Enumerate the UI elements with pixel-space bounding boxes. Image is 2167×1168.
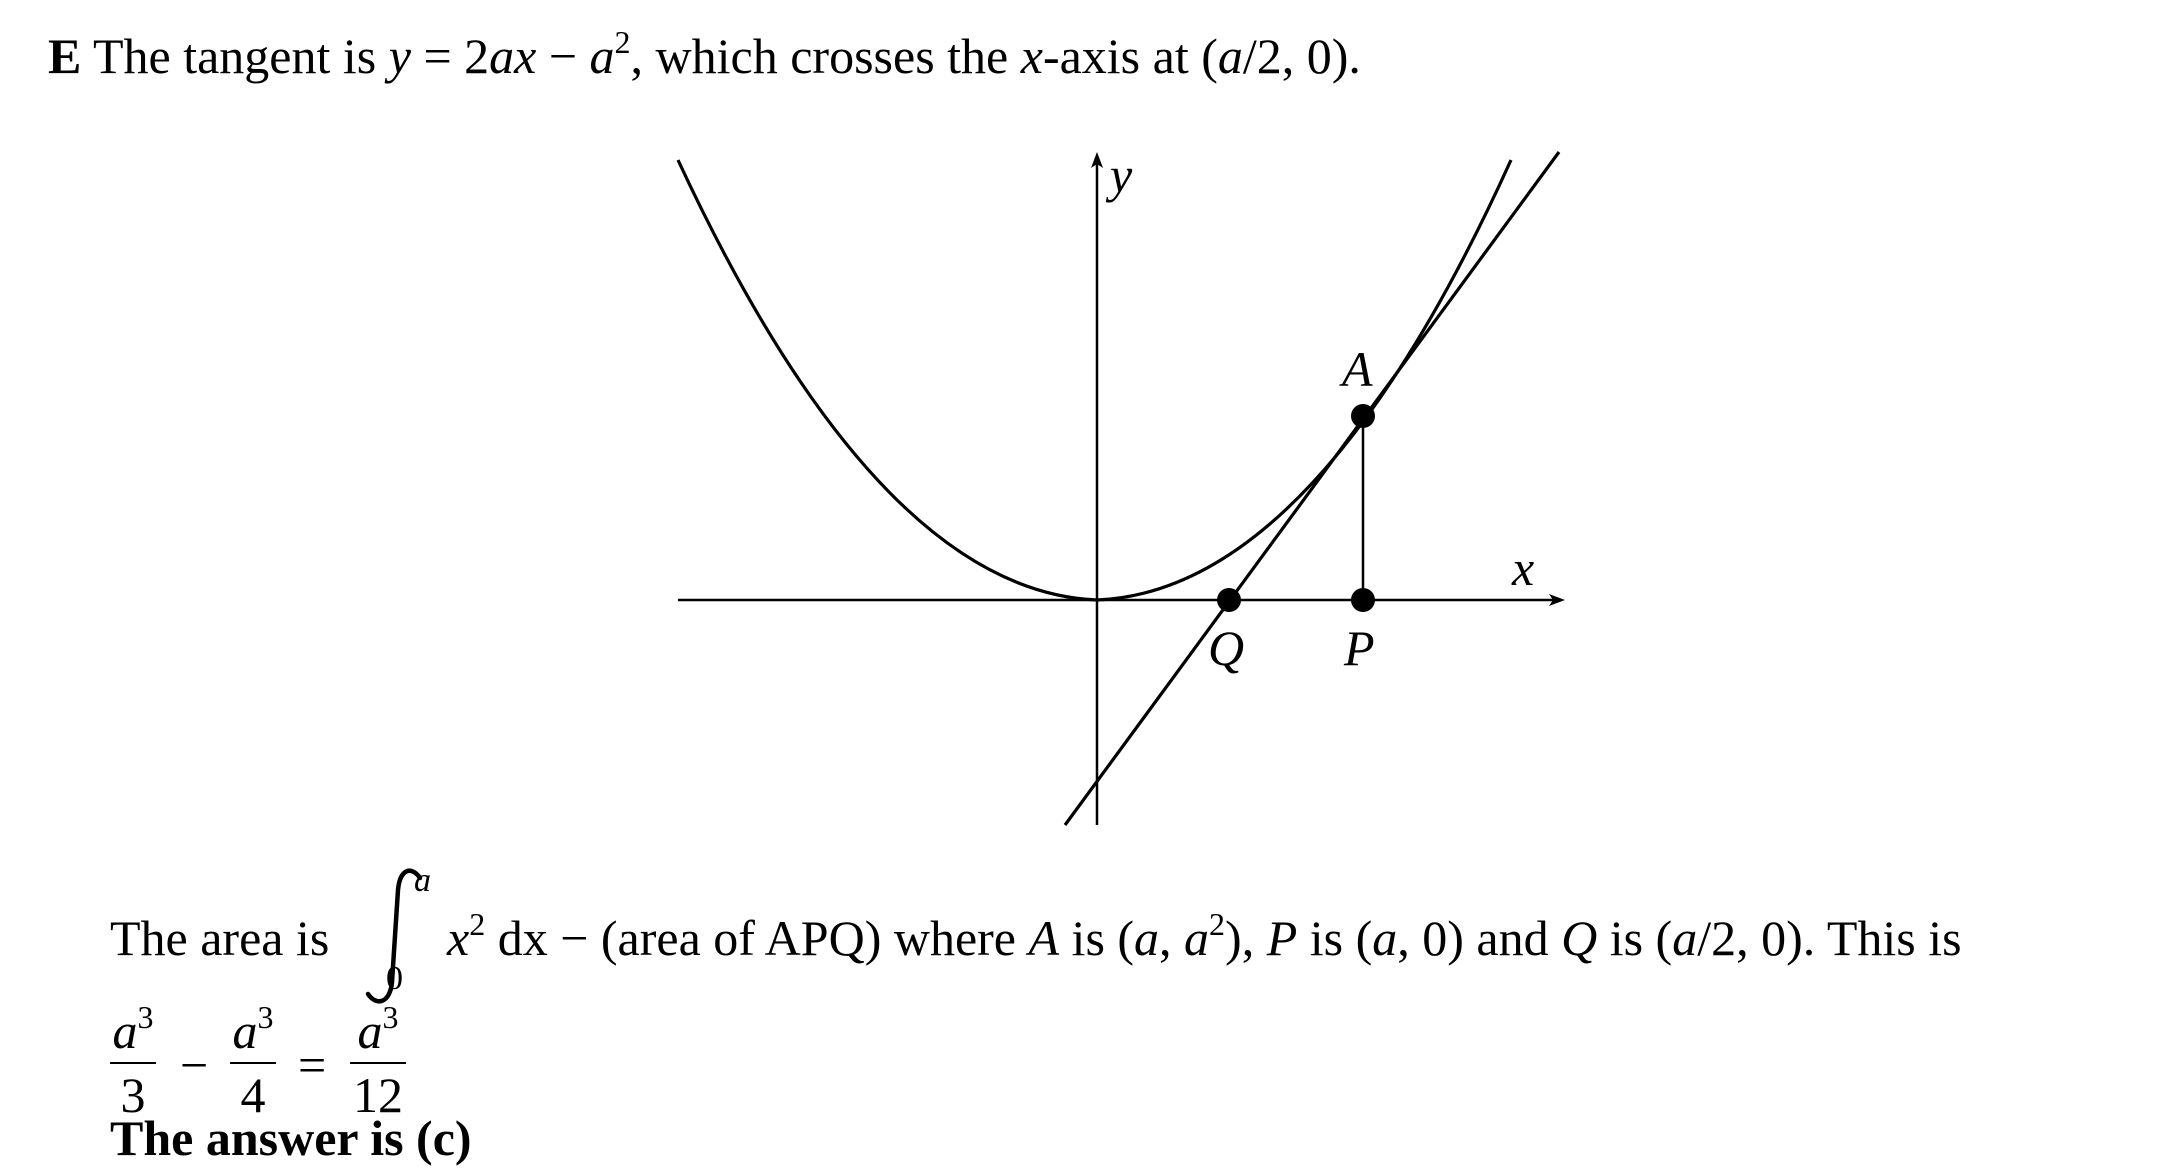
square-exponent: 2 — [614, 24, 631, 60]
area-lead-text: The area is — [110, 910, 330, 966]
tangent-line — [1063, 151, 1561, 826]
area-statement: x2 dx − (area of APQ) where A is (a, a2)… — [447, 900, 1962, 976]
is-text-3: is ( — [1597, 910, 1673, 966]
x-axis-arrow — [1549, 594, 1565, 606]
pow-1: 2 — [1209, 906, 1226, 942]
integrand-x: x — [447, 910, 470, 966]
a-3: a — [1372, 910, 1398, 966]
frac3-num-pow: 3 — [382, 999, 399, 1035]
is-text-2: is ( — [1297, 910, 1373, 966]
frac3-denominator: 12 — [353, 1067, 403, 1123]
tangent-text-c: -axis at ( — [1042, 28, 1218, 84]
integrand-power: 2 — [469, 906, 486, 942]
frac3-num-a: a — [357, 1003, 383, 1059]
y-axis-arrow — [1091, 152, 1103, 168]
comma-1: , — [1159, 910, 1185, 966]
is-text-1: is ( — [1059, 910, 1135, 966]
x-axis-label: x — [1511, 540, 1534, 596]
frac2-num-pow: 3 — [257, 999, 274, 1035]
minus-operator: − — [180, 1037, 209, 1093]
tangent-text-b: , which crosses the — [630, 28, 1021, 84]
tangent-statement: E The tangent is y = 2ax − a2, which cro… — [48, 18, 1361, 94]
point-P-label: P — [1343, 620, 1375, 676]
frac2-denominator: 4 — [240, 1067, 266, 1123]
final-answer: The answer is (c) — [110, 1110, 472, 1166]
fraction-a3-over-3: a3 3 — [110, 1001, 156, 1123]
point-P-dot — [1351, 588, 1375, 612]
equals-two: = 2 — [410, 28, 490, 84]
integral-upper-limit: a — [414, 862, 431, 899]
minus-sign: − — [536, 28, 590, 84]
a-variable: a — [589, 28, 615, 84]
fraction-a3-over-4: a3 4 — [230, 1001, 276, 1123]
point-A-label: A — [1339, 341, 1373, 397]
a-4: a — [1672, 910, 1698, 966]
integral-sign — [365, 868, 423, 1004]
tangent-text-a: The tangent is — [92, 28, 389, 84]
point-A-dot — [1351, 404, 1375, 428]
tangent-text-d: /2, 0). — [1242, 28, 1361, 84]
close-2: , 0) and — [1397, 910, 1562, 966]
ax-term: ax — [489, 28, 537, 84]
y-variable: y — [388, 28, 411, 84]
frac2-numerator: a3 — [230, 1001, 276, 1059]
parabola-curve — [676, 159, 1513, 602]
frac1-num-pow: 3 — [137, 999, 154, 1035]
A-var: A — [1028, 910, 1060, 966]
Q-var: Q — [1561, 910, 1598, 966]
frac1-num-a: a — [112, 1003, 138, 1059]
frac3-numerator: a3 — [350, 1001, 406, 1059]
a-1: a — [1134, 910, 1160, 966]
point-Q-label: Q — [1208, 620, 1244, 676]
point-Q-dot — [1217, 588, 1241, 612]
frac3-bar — [350, 1062, 406, 1064]
frac2-bar — [230, 1062, 276, 1064]
integral-lower-limit: 0 — [386, 960, 403, 997]
frac1-bar — [110, 1062, 156, 1064]
frac2-num-a: a — [232, 1003, 258, 1059]
frac1-numerator: a3 — [110, 1001, 156, 1059]
a-2: a — [1184, 910, 1210, 966]
close-3: /2, 0). This is — [1697, 910, 1962, 966]
fraction-a3-over-12: a3 12 — [350, 1001, 406, 1123]
a-over: a — [1217, 28, 1243, 84]
frac1-denominator: 3 — [120, 1067, 146, 1123]
equals-operator: = — [298, 1037, 327, 1093]
differential-text: dx − (area of APQ) where — [485, 910, 1029, 966]
close-1: ), — [1225, 910, 1267, 966]
P-var: P — [1266, 910, 1298, 966]
x-variable: x — [1020, 28, 1043, 84]
part-label: E — [48, 28, 82, 84]
y-axis-label: y — [1105, 147, 1133, 203]
